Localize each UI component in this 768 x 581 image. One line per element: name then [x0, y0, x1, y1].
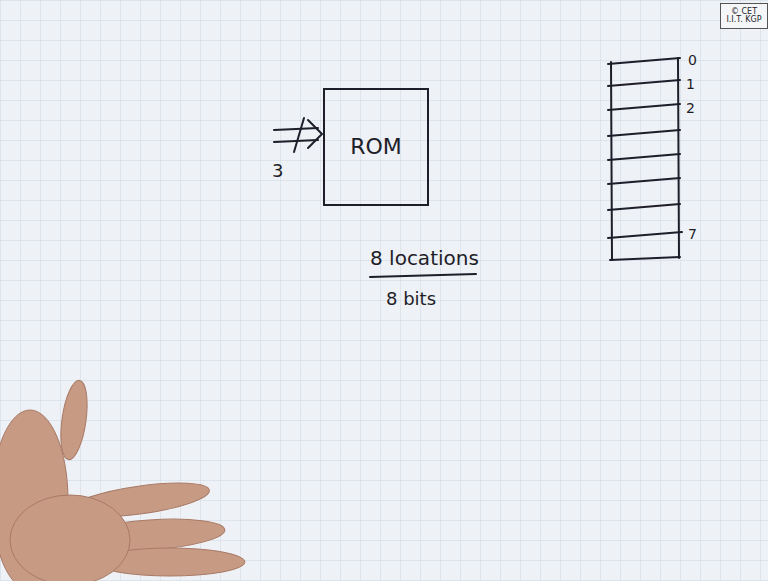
- address-number: 7: [688, 224, 697, 243]
- label-text: 8 bits: [386, 288, 436, 309]
- hand-photo: [0, 379, 245, 581]
- watermark-box: © CET I.I.T. KGP: [720, 3, 768, 29]
- memory-array: [608, 58, 682, 260]
- box-text: ROM: [350, 134, 402, 160]
- box-text: © CET I.I.T. KGP: [725, 8, 763, 25]
- label-text: 7: [688, 226, 697, 242]
- rom-box: ROM: [323, 88, 429, 206]
- label-text: 2: [686, 100, 695, 116]
- bus-width: 3: [272, 160, 283, 181]
- bus-arrow: [274, 118, 322, 152]
- label-text: 0: [688, 52, 697, 68]
- note: 8 bits: [386, 288, 436, 309]
- underline: [370, 274, 476, 277]
- address-number: 0: [688, 50, 697, 69]
- address-number: 1: [686, 74, 695, 93]
- heading-note: 8 locations: [370, 246, 479, 270]
- label-text: 3: [272, 160, 283, 181]
- label-text: 8 locations: [370, 246, 479, 270]
- label-text: 1: [686, 76, 695, 92]
- address-number: 2: [686, 98, 695, 117]
